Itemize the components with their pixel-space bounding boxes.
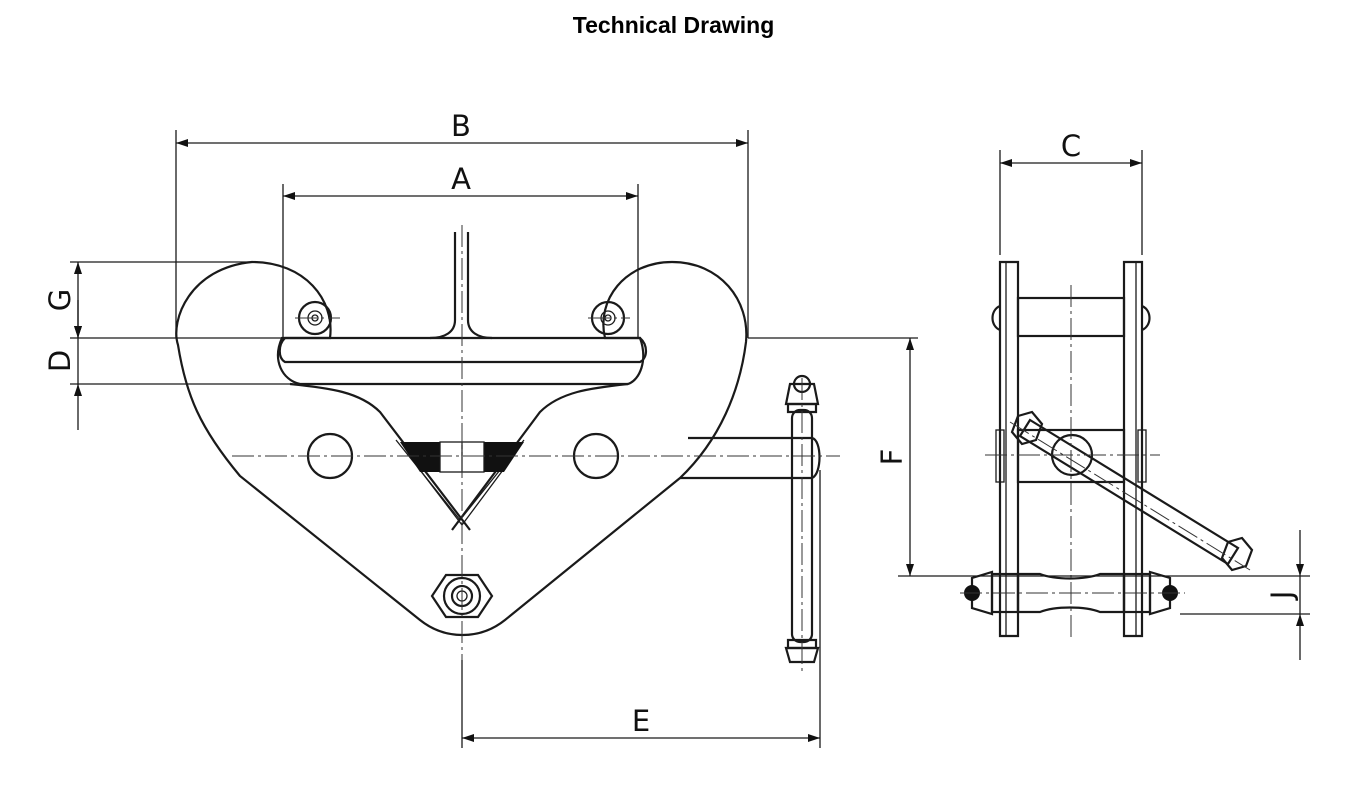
page-title: Technical Drawing	[572, 12, 775, 38]
front-dimensions: B A G D E	[43, 109, 821, 748]
side-view	[960, 260, 1254, 640]
jaw-slot	[278, 336, 648, 364]
dim-label-e: E	[632, 704, 650, 738]
clamp-body-outline	[175, 260, 748, 637]
side-dimensions: C F J	[748, 129, 1310, 660]
dim-label-b: B	[451, 109, 471, 143]
right-arm	[451, 382, 629, 531]
front-view	[175, 225, 840, 672]
right-side-plate	[1122, 260, 1144, 638]
dim-label-g: G	[43, 289, 77, 311]
dim-label-j: J	[1265, 591, 1299, 602]
beam-flange	[429, 232, 493, 340]
side-handle	[1010, 410, 1254, 572]
left-arm	[289, 382, 471, 531]
dim-label-d: D	[43, 350, 77, 372]
left-side-plate	[998, 260, 1020, 638]
dim-label-a: A	[451, 162, 471, 196]
dim-label-c: C	[1061, 129, 1081, 163]
dim-label-f: F	[875, 449, 909, 466]
handle	[680, 374, 821, 672]
